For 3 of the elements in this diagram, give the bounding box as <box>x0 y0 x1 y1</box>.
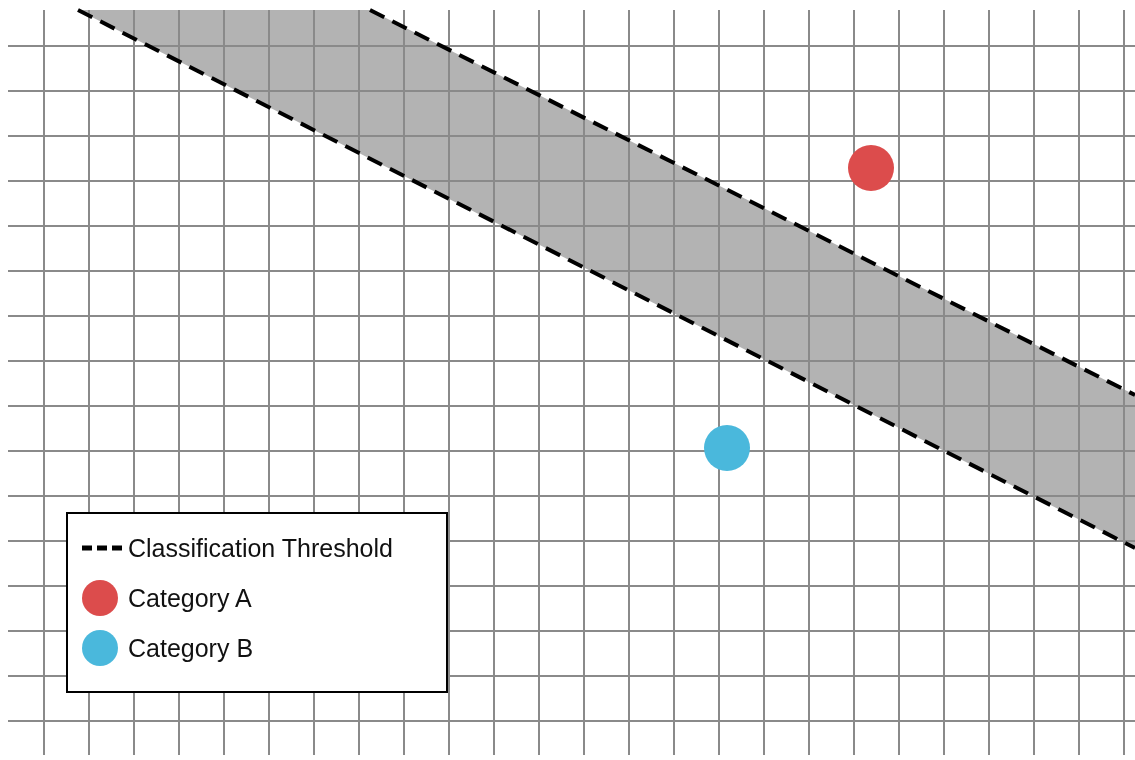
legend-label: Classification Threshold <box>128 533 393 563</box>
legend-label: Category B <box>128 633 254 663</box>
legend-label: Category A <box>128 583 252 613</box>
